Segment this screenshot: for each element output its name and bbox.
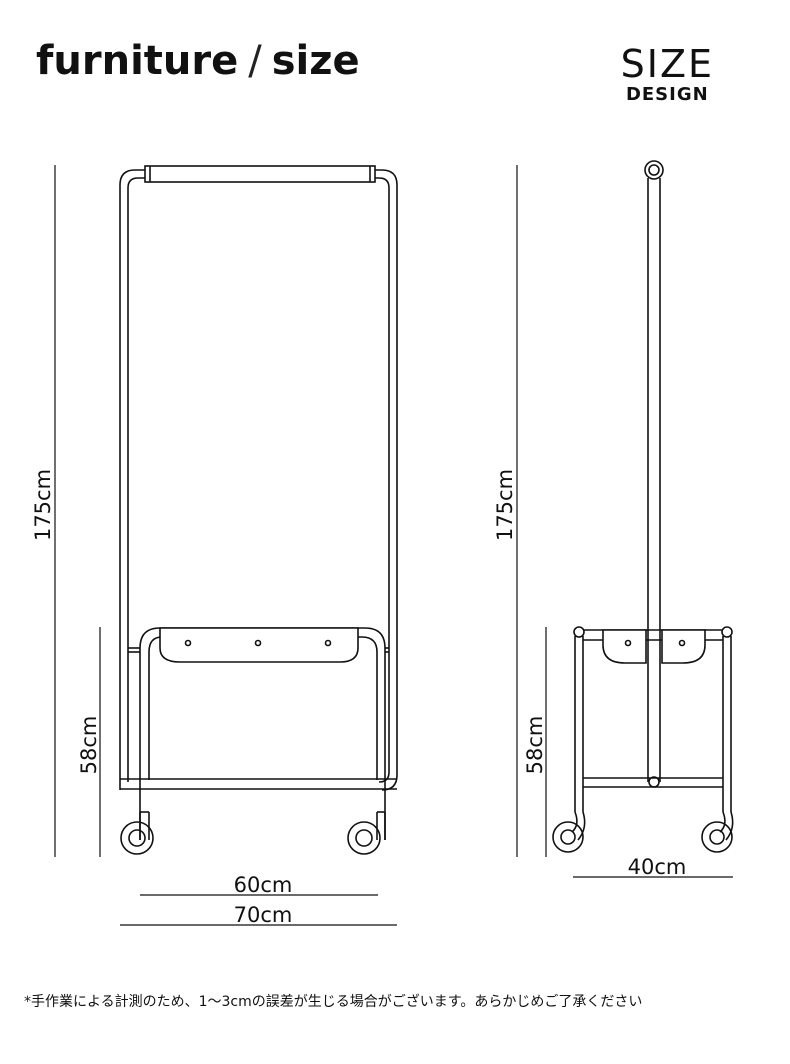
size-design-logo: SIZE DESIGN <box>621 44 714 105</box>
title-slash: / <box>248 38 262 84</box>
title-sub: size <box>271 38 360 84</box>
measurement-disclaimer: *手作業による計測のため、1～3cmの誤差が生じる場合がございます。あらかじめご… <box>24 994 643 1010</box>
brand-size: SIZE <box>620 42 714 86</box>
side-view-rack <box>552 160 734 853</box>
page-title: furniture/size <box>36 38 360 84</box>
dimension-lines <box>54 165 733 926</box>
side-depth-label: 40cm <box>628 855 687 879</box>
front-outer-width-label: 70cm <box>234 903 293 927</box>
front-height-label: 175cm <box>31 469 55 541</box>
title-main: furniture <box>36 38 239 84</box>
front-inner-width-label: 60cm <box>234 873 293 897</box>
front-lower-height-label: 58cm <box>77 716 101 775</box>
brand-design: DESIGN <box>625 84 709 105</box>
front-view-rack <box>119 165 398 855</box>
side-lower-height-label: 58cm <box>523 716 547 775</box>
side-height-label: 175cm <box>493 469 517 541</box>
